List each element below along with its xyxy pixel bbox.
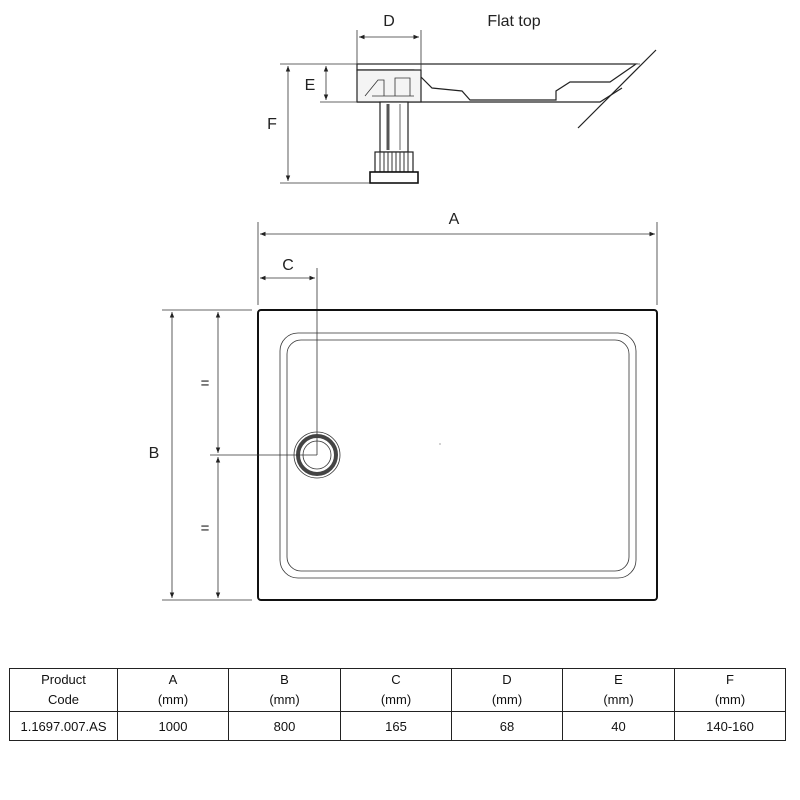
cell-f: 140-160 xyxy=(674,711,786,741)
column-header-d: D(mm) xyxy=(451,668,563,712)
dimension-f-label: F xyxy=(267,116,277,133)
tray-base-line xyxy=(357,87,623,103)
tray-outline xyxy=(257,309,658,601)
column-header-a: A(mm) xyxy=(117,668,229,712)
tray-edge-detail xyxy=(364,77,414,97)
leg-thread xyxy=(374,151,414,173)
equal-sign-bottom: = xyxy=(201,520,210,537)
cell-b: 800 xyxy=(228,711,341,741)
cell-e: 40 xyxy=(562,711,675,741)
tray-basin-inner xyxy=(286,339,630,572)
break-line xyxy=(577,49,657,129)
column-header-c: C(mm) xyxy=(340,668,452,712)
dimension-e-label: E xyxy=(305,77,316,94)
leg-shaft xyxy=(379,101,409,153)
table-row: 1.1697.007.AS 1000 800 165 68 40 140-160 xyxy=(9,711,786,741)
centre-dot xyxy=(439,443,441,445)
column-header-e: E(mm) xyxy=(562,668,675,712)
cell-a: 1000 xyxy=(117,711,229,741)
dimension-c-label: C xyxy=(282,257,294,274)
cell-c: 165 xyxy=(340,711,452,741)
section-view: D Flat top E F xyxy=(267,13,657,184)
shower-tray-technical-drawing: D Flat top E F A C xyxy=(149,13,658,601)
leg-foot xyxy=(369,171,419,184)
leg-thread-lines xyxy=(379,152,409,172)
tray-basin-outer xyxy=(279,332,637,579)
dimension-a-label: A xyxy=(449,211,460,228)
tray-edge-block xyxy=(356,69,422,103)
plan-view: A C B = = xyxy=(149,211,658,601)
equal-sign-top: = xyxy=(201,375,210,392)
dimension-b-label: B xyxy=(149,445,160,462)
column-header-b: B(mm) xyxy=(228,668,341,712)
flat-top-label: Flat top xyxy=(487,13,540,30)
dimension-d-label: D xyxy=(383,13,395,30)
cell-product-code: 1.1697.007.AS xyxy=(9,711,118,741)
column-header-f: F(mm) xyxy=(674,668,786,712)
cell-d: 68 xyxy=(451,711,563,741)
